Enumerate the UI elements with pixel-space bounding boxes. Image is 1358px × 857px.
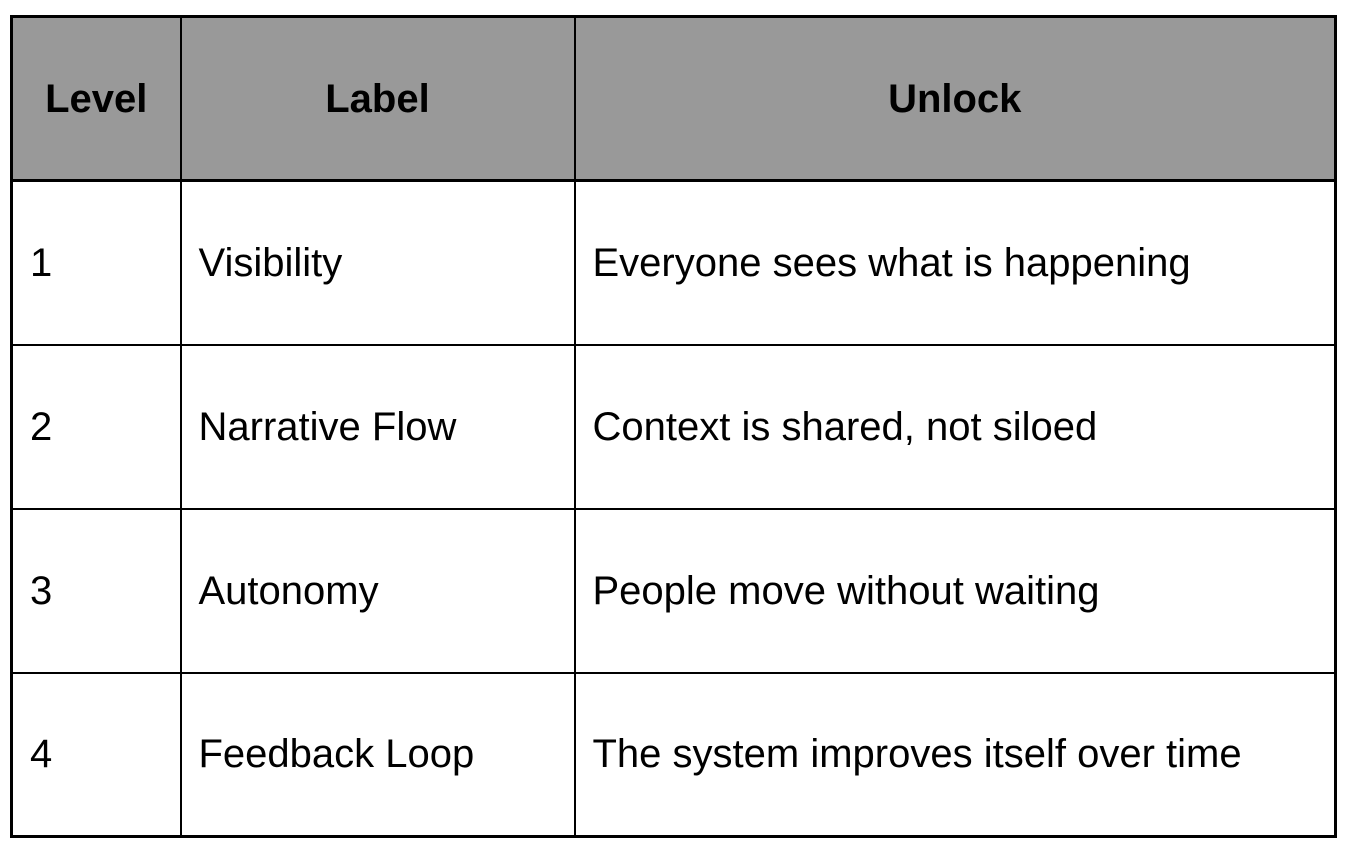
cell-label: Feedback Loop (179, 671, 576, 838)
header-cell-label: Label (179, 15, 576, 182)
table-row: 2 Narrative Flow Context is shared, not … (10, 343, 1337, 510)
cell-label: Visibility (179, 179, 576, 346)
table-row: 4 Feedback Loop The system improves itse… (10, 671, 1337, 838)
table-header: Level Label Unlock (10, 15, 1337, 182)
cell-level: 3 (10, 507, 182, 674)
table-row: 3 Autonomy People move without waiting (10, 507, 1337, 674)
header-cell-unlock: Unlock (573, 15, 1337, 182)
cell-level: 4 (10, 671, 182, 838)
cell-label: Autonomy (179, 507, 576, 674)
cell-level: 2 (10, 343, 182, 510)
header-row: Level Label Unlock (10, 15, 1337, 182)
cell-label: Narrative Flow (179, 343, 576, 510)
levels-table: Level Label Unlock 1 Visibility Everyone… (10, 15, 1337, 838)
header-cell-level: Level (10, 15, 182, 182)
cell-unlock: Context is shared, not siloed (573, 343, 1337, 510)
cell-unlock: People move without waiting (573, 507, 1337, 674)
table-body: 1 Visibility Everyone sees what is happe… (10, 179, 1337, 838)
cell-unlock: Everyone sees what is happening (573, 179, 1337, 346)
cell-unlock: The system improves itself over time (573, 671, 1337, 838)
table-row: 1 Visibility Everyone sees what is happe… (10, 179, 1337, 346)
cell-level: 1 (10, 179, 182, 346)
